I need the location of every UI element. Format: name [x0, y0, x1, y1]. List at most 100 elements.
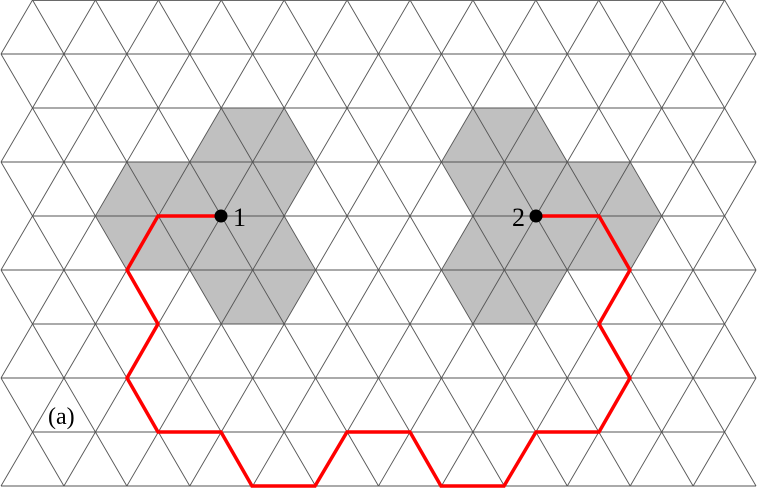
grid-diagonal	[503, 0, 537, 55]
grid-diagonal	[220, 215, 254, 271]
grid-diagonal	[95, 431, 128, 487]
grid-diagonal	[157, 107, 191, 163]
grid-diagonal	[535, 107, 568, 163]
grid-diagonal	[32, 377, 65, 433]
grid-diagonal	[598, 431, 631, 487]
grid-diagonal	[441, 377, 474, 433]
grid-diagonal	[535, 377, 568, 433]
grid-diagonal	[566, 0, 600, 55]
grid-diagonal	[378, 161, 411, 217]
grid-diagonal	[220, 0, 254, 55]
grid-diagonal	[503, 161, 537, 217]
grid-diagonal	[409, 269, 442, 325]
grid-diagonal	[409, 161, 442, 217]
grid-diagonal	[220, 269, 254, 325]
grid-diagonal	[0, 161, 33, 217]
grid-diagonal	[441, 323, 474, 379]
grid-diagonal	[629, 161, 663, 217]
grid-diagonal	[220, 161, 254, 217]
grid-diagonal	[252, 431, 285, 487]
grid-diagonal	[566, 431, 600, 487]
grid-diagonal	[95, 53, 128, 109]
grid-diagonal	[0, 215, 33, 271]
grid-diagonal	[0, 107, 33, 163]
grid-diagonal	[692, 269, 726, 325]
grid-diagonal	[283, 53, 316, 109]
grid-diagonal	[0, 269, 33, 325]
grid-diagonal	[409, 323, 442, 379]
grid-diagonal	[157, 53, 191, 109]
grid-diagonal	[346, 431, 379, 487]
grid-diagonal	[472, 53, 505, 109]
grid-diagonal	[629, 215, 663, 271]
grid-diagonal	[220, 53, 254, 109]
grid-diagonal	[157, 269, 191, 325]
grid-diagonal	[472, 161, 505, 217]
grid-diagonal	[472, 377, 505, 433]
grid-diagonal	[252, 107, 285, 163]
grid-diagonal	[535, 53, 568, 109]
grid-diagonal	[629, 107, 663, 163]
grid-diagonal	[252, 0, 285, 55]
grid-diagonal	[63, 107, 96, 163]
grid-diagonal	[661, 269, 694, 325]
grid-diagonal	[503, 269, 537, 325]
grid-diagonal	[724, 0, 757, 55]
grid-diagonal	[346, 53, 379, 109]
grid-diagonal	[283, 0, 316, 55]
grid-diagonal	[315, 107, 348, 163]
grid-diagonal	[535, 215, 568, 271]
grid-diagonal	[220, 107, 254, 163]
grid-diagonal	[472, 215, 505, 271]
grid-diagonal	[95, 0, 128, 55]
grid-diagonal	[283, 377, 316, 433]
grid-diagonal	[566, 107, 600, 163]
grid-diagonal	[346, 161, 379, 217]
grid-diagonal	[126, 161, 159, 217]
grid-diagonal	[378, 377, 411, 433]
grid-diagonal	[692, 161, 726, 217]
grid-diagonal	[535, 431, 568, 487]
grid-diagonal	[535, 269, 568, 325]
grid-diagonal	[441, 269, 474, 325]
point-label-1: 1	[233, 203, 246, 232]
grid-diagonal	[629, 53, 663, 109]
grid-diagonal	[283, 323, 316, 379]
grid-diagonal	[157, 215, 191, 271]
grid-diagonal	[692, 107, 726, 163]
grid-diagonal	[629, 0, 663, 55]
grid-diagonal	[409, 53, 442, 109]
grid-diagonal	[157, 431, 191, 487]
grid-diagonal	[692, 215, 726, 271]
grid-diagonal	[95, 269, 128, 325]
grid-diagonal	[315, 269, 348, 325]
grid-diagonal	[346, 269, 379, 325]
grid-diagonal	[315, 161, 348, 217]
grid-diagonal	[32, 269, 65, 325]
grid-diagonal	[472, 269, 505, 325]
grid-diagonal	[252, 377, 285, 433]
grid-diagonal	[724, 107, 757, 163]
grid-diagonal	[189, 161, 222, 217]
grid-diagonal	[629, 323, 663, 379]
grid-diagonal	[126, 107, 159, 163]
grid-diagonal	[157, 161, 191, 217]
grid-diagonal	[157, 0, 191, 55]
grid-diagonal	[126, 53, 159, 109]
grid-diagonal	[724, 431, 757, 487]
grid-diagonal	[0, 377, 33, 433]
grid-diagonal	[63, 161, 96, 217]
grid-diagonal	[63, 53, 96, 109]
grid-diagonal	[32, 107, 65, 163]
grid-diagonal	[0, 323, 33, 379]
grid-diagonal	[598, 107, 631, 163]
grid-diagonal	[692, 323, 726, 379]
grid-diagonal	[566, 269, 600, 325]
grid-diagonal	[283, 107, 316, 163]
grid-diagonal	[724, 161, 757, 217]
grid-diagonal	[661, 53, 694, 109]
grid-diagonal	[32, 215, 65, 271]
grid-diagonal	[409, 377, 442, 433]
